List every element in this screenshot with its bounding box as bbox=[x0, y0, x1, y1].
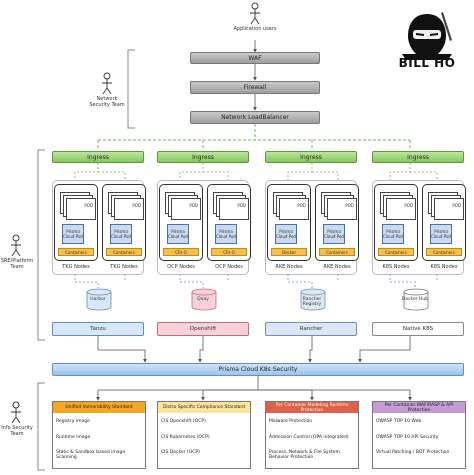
ingress-bar-native: Ingress bbox=[372, 151, 464, 163]
pod-card: POD bbox=[171, 198, 201, 220]
sre-team-figure-icon bbox=[11, 234, 21, 257]
section-item: CIS Kubernetes (OCP) bbox=[161, 435, 210, 440]
container-runtime: CRI-O bbox=[163, 248, 199, 256]
registry-database-icon bbox=[300, 288, 326, 311]
load-balancer-bar: Network LoadBalancer bbox=[190, 111, 320, 124]
network-team-figure-icon bbox=[102, 72, 112, 95]
section-item: CIS Openshift (OCP) bbox=[161, 419, 206, 424]
sre-bracket bbox=[37, 149, 45, 341]
info-security-team-label: Info Security Team bbox=[1, 425, 33, 437]
node-label: TKG Nodes bbox=[110, 264, 138, 270]
security-section-vulnerability: Unified Vulnerability Standard Registry … bbox=[52, 401, 146, 469]
container-runtime: CRI-O bbox=[211, 248, 247, 256]
prisma-cloud-pod: Prisma Cloud Pod bbox=[430, 224, 452, 244]
application-users-label: Application users bbox=[233, 26, 277, 32]
platform-openshift: Openshift bbox=[157, 322, 249, 336]
pod-card: POD bbox=[327, 198, 357, 220]
pod-card: POD bbox=[114, 198, 144, 220]
network-bracket bbox=[127, 49, 135, 129]
registry-database-icon bbox=[191, 288, 217, 311]
pod-card: POD bbox=[279, 198, 309, 220]
node-label: TKG Nodes bbox=[62, 264, 90, 270]
section-item: Malware Protection bbox=[269, 419, 313, 424]
security-section-compliance: Distro Specific Compliance Standard CIS … bbox=[157, 401, 251, 469]
sre-platform-team-label: SRE/Platform Team bbox=[0, 258, 34, 270]
section-item: Virtual Patching / BOT Protection bbox=[376, 450, 450, 455]
prisma-cloud-pod: Prisma Cloud Pod bbox=[382, 224, 404, 244]
waf-bar: WAF bbox=[190, 52, 320, 64]
section-item: OWASP TOP 10 API Security bbox=[376, 435, 439, 440]
pod-card: POD bbox=[386, 198, 416, 220]
platform-native-k8s: Native K8S bbox=[372, 322, 464, 336]
ninja-logo-icon bbox=[402, 12, 452, 60]
node-label: OCP Nodes bbox=[215, 264, 243, 270]
node-label: K8S Nodes bbox=[382, 264, 410, 270]
section-title: Per Container Modeling Runtime Protectio… bbox=[266, 402, 358, 413]
platform-rancher: Rancher bbox=[265, 322, 357, 336]
container-runtime: Containers bbox=[426, 248, 462, 256]
ingress-bar-tanzu: Ingress bbox=[52, 151, 144, 163]
container-runtime: Containers bbox=[58, 248, 94, 256]
section-title: Unified Vulnerability Standard bbox=[53, 402, 145, 413]
user-figure-icon bbox=[250, 2, 260, 25]
container-runtime: Containers bbox=[319, 248, 355, 256]
logo-text: BILL HO bbox=[398, 56, 456, 70]
pod-card: POD bbox=[219, 198, 249, 220]
registry-database-icon bbox=[86, 288, 112, 311]
section-title: Per Container WAF/RASP & API Protection bbox=[373, 402, 465, 413]
registry-label: Docker Hub bbox=[401, 297, 429, 302]
prisma-cloud-pod: Prisma Cloud Pod bbox=[110, 224, 132, 244]
registry-label: Harbor bbox=[90, 297, 106, 302]
section-item: Static & Sandbox based image Scanning bbox=[56, 450, 126, 460]
section-item: Registry image bbox=[56, 419, 90, 424]
ingress-bar-openshift: Ingress bbox=[157, 151, 249, 163]
node-label: K8S Nodes bbox=[430, 264, 458, 270]
prisma-cloud-pod: Prisma Cloud Pod bbox=[323, 224, 345, 244]
bill-ho-logo: BILL HO bbox=[394, 10, 460, 72]
prisma-cloud-pod: Prisma Cloud Pod bbox=[62, 224, 84, 244]
ingress-bar-rancher: Ingress bbox=[265, 151, 357, 163]
network-security-team-label: Network Security Team bbox=[89, 96, 125, 108]
security-section-waf-api: Per Container WAF/RASP & API Protection … bbox=[372, 401, 466, 469]
firewall-bar: Firewall bbox=[190, 81, 320, 94]
pod-card: POD bbox=[434, 198, 464, 220]
pod-card: POD bbox=[66, 198, 96, 220]
platform-tanzu: Tanzu bbox=[52, 322, 144, 336]
section-item: OWASP TOP 10 Web bbox=[376, 419, 422, 424]
section-item: Admission Control (OPA integrated) bbox=[269, 435, 349, 440]
section-item: CIS Docker (OCP) bbox=[161, 450, 200, 455]
registry-label: Rancher Registry bbox=[302, 297, 322, 307]
prisma-cloud-pod: Prisma Cloud Pod bbox=[215, 224, 237, 244]
node-label: RKE Nodes bbox=[275, 264, 303, 270]
registry-label: Quay bbox=[197, 297, 209, 302]
prisma-cloud-pod: Prisma Cloud Pod bbox=[275, 224, 297, 244]
prisma-cloud-security-bar: Prisma Cloud K8s Security bbox=[52, 363, 464, 376]
node-label: OCP Nodes bbox=[167, 264, 195, 270]
section-title: Distro Specific Compliance Standard bbox=[158, 402, 250, 413]
registry-database-icon bbox=[403, 288, 429, 311]
security-section-runtime: Per Container Modeling Runtime Protectio… bbox=[265, 401, 359, 469]
container-runtime: Docker bbox=[271, 248, 307, 256]
section-item: Process, Network & File System Behavior … bbox=[269, 450, 340, 460]
container-runtime: Containers bbox=[378, 248, 414, 256]
prisma-cloud-pod: Prisma Cloud Pod bbox=[167, 224, 189, 244]
infosec-team-figure-icon bbox=[11, 401, 21, 424]
container-runtime: Containers bbox=[106, 248, 142, 256]
section-item: Runtime image bbox=[56, 435, 91, 440]
node-label: RKE Nodes bbox=[323, 264, 351, 270]
infosec-bracket bbox=[37, 382, 45, 471]
